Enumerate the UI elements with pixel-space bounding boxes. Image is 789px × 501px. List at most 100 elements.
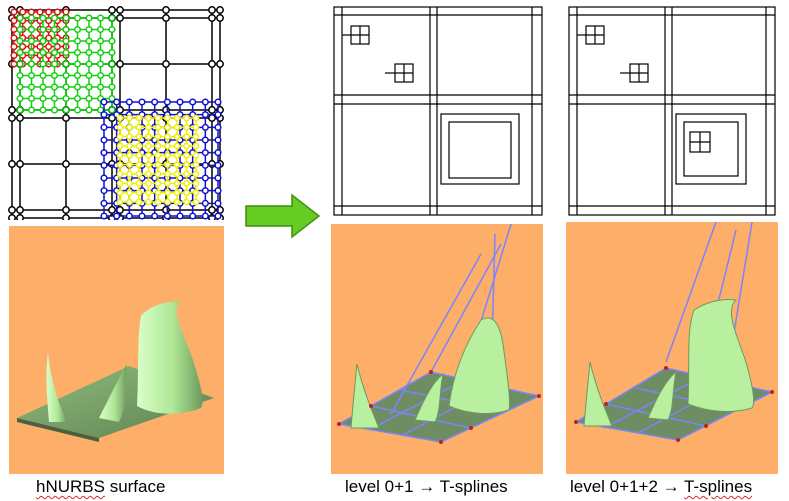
control-point <box>192 114 200 122</box>
control-point <box>216 60 224 68</box>
control-point <box>10 51 18 59</box>
control-point <box>214 212 222 220</box>
control-point <box>208 114 216 122</box>
control-point <box>73 48 82 57</box>
control-point <box>36 8 44 16</box>
control-point <box>201 161 209 169</box>
control-point <box>145 151 152 159</box>
control-point <box>116 123 124 131</box>
control-point <box>50 48 59 57</box>
control-point <box>96 37 105 45</box>
control-point <box>201 199 209 207</box>
control-point <box>126 123 133 131</box>
control-point <box>16 83 24 91</box>
control-point <box>208 6 216 14</box>
control-point <box>8 114 16 122</box>
control-point <box>100 98 108 106</box>
control-point <box>62 37 70 45</box>
control-point <box>183 133 190 141</box>
control-point <box>183 179 190 187</box>
tspline-mesh-level01 <box>333 6 543 216</box>
control-point <box>39 106 47 114</box>
control-point <box>96 60 105 68</box>
control-point <box>154 151 162 159</box>
hnurbs-control-grid <box>8 6 224 220</box>
control-point <box>183 189 190 197</box>
control-point <box>62 8 70 16</box>
control-point <box>173 114 181 122</box>
control-point <box>116 151 124 159</box>
right-arrow-icon <box>245 193 321 239</box>
control-point <box>192 123 200 131</box>
control-point <box>192 189 200 197</box>
control-point <box>85 14 93 22</box>
control-point <box>214 149 222 157</box>
control-point <box>45 34 53 42</box>
control-point <box>164 179 171 187</box>
control-point <box>50 83 59 91</box>
control-point <box>201 123 209 131</box>
control-point <box>164 123 171 131</box>
control-point <box>164 161 171 169</box>
control-point <box>85 37 93 45</box>
control-point <box>135 179 143 187</box>
control-point <box>145 142 152 150</box>
control-point <box>145 170 152 178</box>
control-point <box>16 14 24 22</box>
control-point <box>27 14 36 22</box>
control-point <box>16 206 24 214</box>
control-point <box>151 98 159 106</box>
control-point <box>214 111 222 119</box>
control-point <box>135 170 143 178</box>
control-point <box>116 170 124 178</box>
control-point <box>113 212 121 220</box>
control-point <box>116 6 124 14</box>
control-point <box>53 43 61 51</box>
control-point <box>208 60 216 68</box>
tspline-render-level01 <box>331 224 543 474</box>
control-point <box>173 198 181 206</box>
control-point <box>192 198 200 206</box>
control-point <box>8 160 16 168</box>
control-point <box>62 206 70 214</box>
control-point <box>216 6 224 14</box>
control-point <box>173 170 181 178</box>
control-point <box>8 214 16 220</box>
control-point <box>214 123 222 131</box>
control-point <box>201 136 209 144</box>
control-point <box>50 106 59 114</box>
control-point <box>164 198 171 206</box>
control-point <box>173 123 181 131</box>
control-point <box>154 123 162 131</box>
control-point <box>108 25 116 34</box>
control-point <box>16 160 24 168</box>
control-point <box>108 48 116 57</box>
control-point <box>163 212 171 220</box>
control-point <box>45 51 53 59</box>
control-point <box>214 199 222 207</box>
control-point <box>116 133 124 141</box>
control-point <box>53 8 61 16</box>
control-point <box>108 206 116 214</box>
control-point <box>100 174 108 182</box>
control-point <box>10 60 18 68</box>
control-point <box>138 98 146 106</box>
caption-level01: level 0+1 → T-splines <box>345 477 508 496</box>
control-point <box>108 60 116 68</box>
caption-level012-word: T-splines <box>684 477 753 496</box>
control-point <box>164 189 171 197</box>
control-point <box>145 123 152 131</box>
control-point <box>201 212 209 220</box>
control-point <box>16 214 24 220</box>
control-point <box>214 161 222 169</box>
control-point <box>145 161 152 169</box>
control-point <box>201 149 209 157</box>
control-point <box>27 94 36 103</box>
control-point <box>135 189 143 197</box>
control-point <box>116 198 124 206</box>
control-point <box>192 170 200 178</box>
control-point <box>85 83 93 91</box>
control-point <box>39 14 47 22</box>
control-point <box>8 106 16 114</box>
control-point <box>208 106 216 114</box>
